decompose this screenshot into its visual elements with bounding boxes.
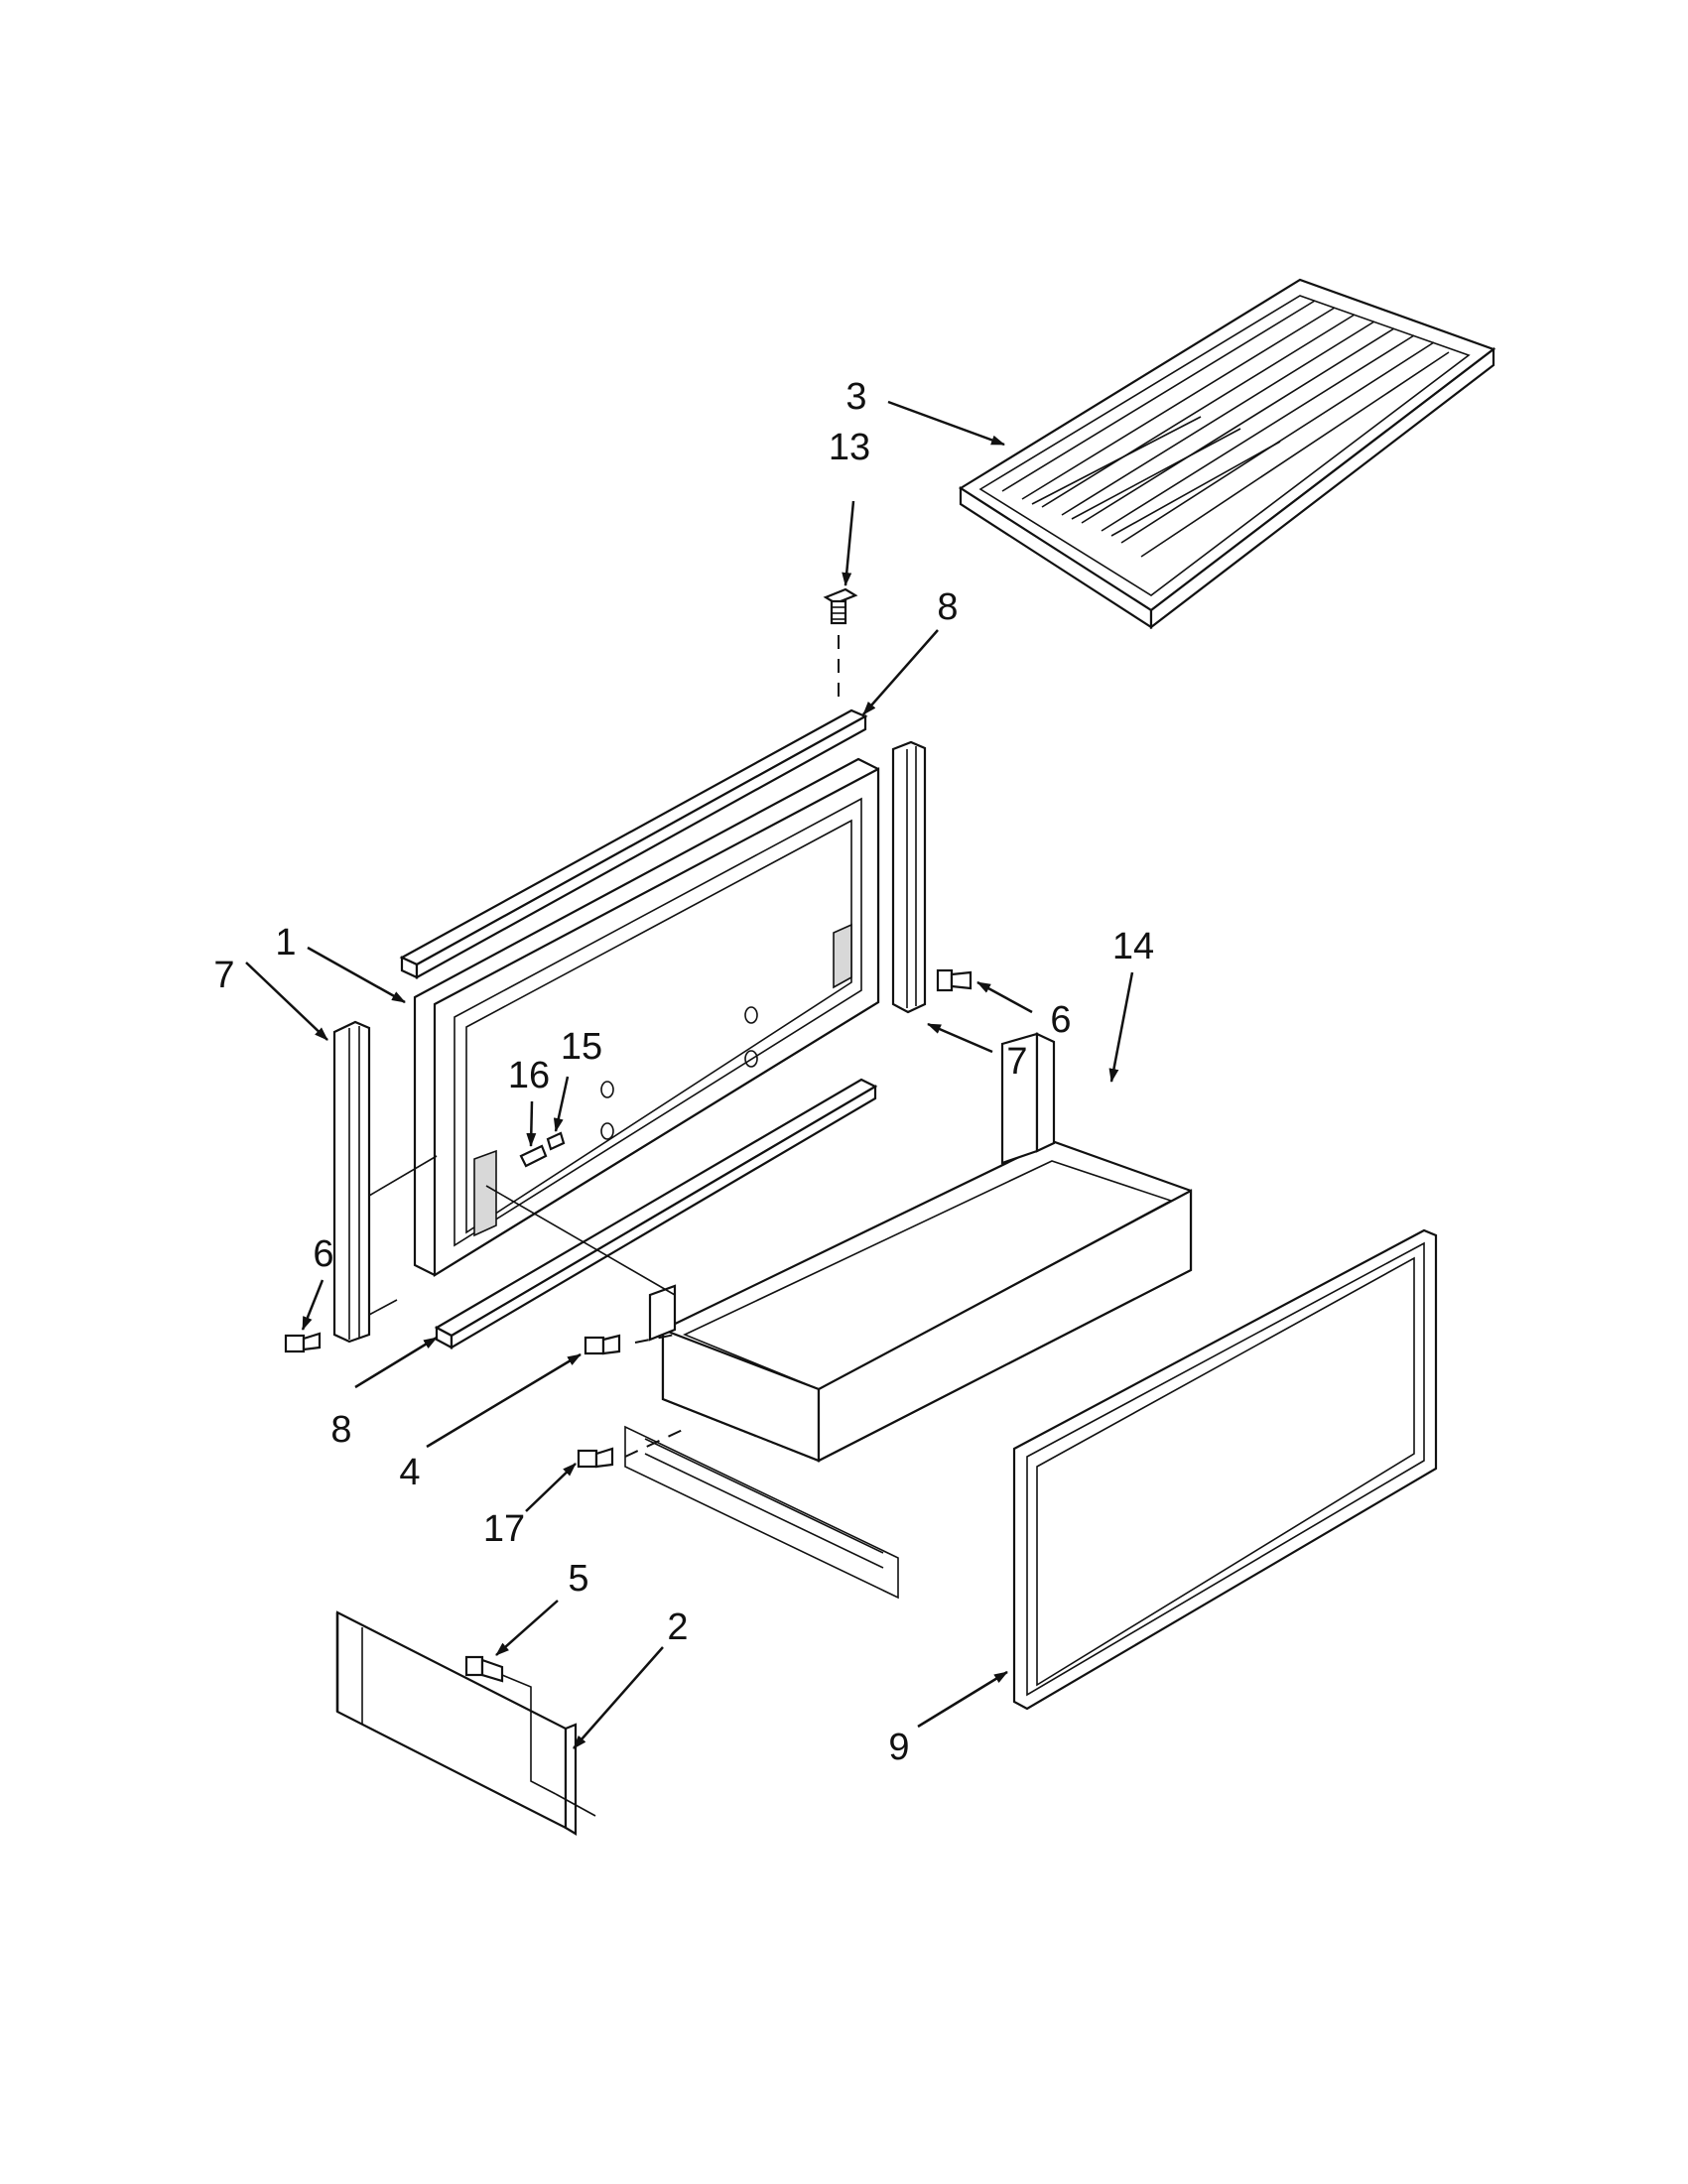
- callout-8-top: 8: [937, 586, 958, 628]
- callout-8-bottom: 8: [330, 1409, 351, 1451]
- screw-6-right-part: [936, 968, 973, 992]
- toe-plate-2-part: [335, 1610, 578, 1836]
- callout-6-right: 6: [1050, 999, 1071, 1041]
- callout-17: 17: [483, 1508, 525, 1550]
- callout-2: 2: [667, 1606, 688, 1648]
- callout-3: 3: [845, 376, 866, 418]
- callout-7-left: 7: [213, 955, 234, 996]
- callout-1: 1: [275, 922, 296, 964]
- left-side-rail-7-part: [332, 1020, 371, 1344]
- screw-6-left-part: [284, 1332, 322, 1353]
- right-side-rail-7-part: [891, 740, 927, 1014]
- leader-lines: [245, 400, 1134, 1749]
- callout-4: 4: [399, 1452, 420, 1493]
- drawer-bin-14-part: [648, 1032, 1193, 1463]
- callout-9: 9: [888, 1727, 909, 1768]
- screw-13-part: [823, 587, 858, 705]
- screw-4-part: [584, 1334, 621, 1355]
- callout-14: 14: [1112, 926, 1154, 967]
- callout-16: 16: [508, 1055, 550, 1096]
- screw-5-part: [464, 1655, 596, 1817]
- drawer-slide-hardware: [624, 1425, 899, 1600]
- callout-15: 15: [561, 1026, 602, 1068]
- rack-tray-part: [958, 278, 1496, 630]
- gasket-9-part: [1012, 1228, 1438, 1711]
- bottom-trim-8-part: [434, 1078, 878, 1349]
- pin-15-16-parts: [519, 1131, 566, 1168]
- screw-17-part: [577, 1447, 614, 1469]
- callout-13: 13: [829, 427, 870, 468]
- callout-5: 5: [568, 1558, 588, 1600]
- callout-7-right: 7: [1006, 1041, 1027, 1083]
- top-trim-8-part: [399, 708, 868, 979]
- callout-6-left: 6: [313, 1233, 333, 1275]
